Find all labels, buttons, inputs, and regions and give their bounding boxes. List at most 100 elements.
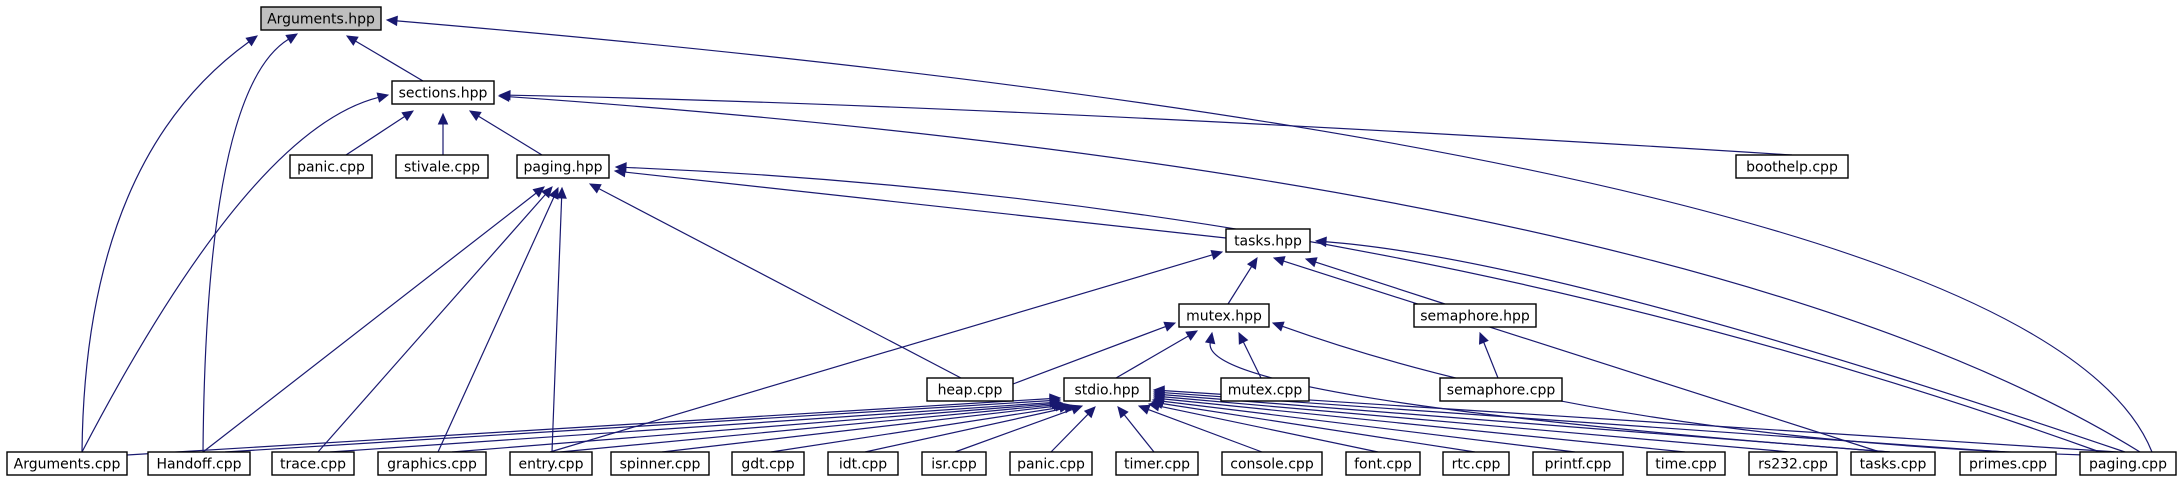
node-arguments-cpp[interactable]: Arguments.cpp: [6, 451, 128, 476]
node-tasks-cpp[interactable]: tasks.cpp: [1850, 451, 1936, 476]
edge-handoff-cpp-to-paging-hpp: [202, 186, 545, 453]
arrowhead: [345, 35, 359, 46]
edge-arguments-cpp-to-sections-hpp: [81, 92, 390, 453]
node-spinner-cpp[interactable]: spinner.cpp: [610, 451, 710, 476]
node-box: [1220, 377, 1310, 402]
node-semaphore-hpp[interactable]: semaphore.hpp: [1413, 303, 1537, 328]
node-box: [1959, 451, 2057, 476]
arrowhead: [468, 110, 482, 121]
node-box: [1646, 451, 1726, 476]
arrowhead: [556, 186, 567, 199]
edge-heap-cpp-to-mutex-hpp: [1012, 321, 1177, 385]
node-mutex-cpp[interactable]: mutex.cpp: [1220, 377, 1310, 402]
node-paging-hpp[interactable]: paging.hpp: [516, 154, 610, 179]
edge-panic-cpp-1-to-sections-hpp: [345, 110, 415, 156]
node-label: primes.cpp: [1969, 457, 2047, 473]
node-box: [289, 154, 373, 179]
node-paging-cpp[interactable]: paging.cpp: [2079, 451, 2177, 476]
node-printf-cpp[interactable]: printf.cpp: [1532, 451, 1624, 476]
node-gdt-cpp[interactable]: gdt.cpp: [731, 451, 805, 476]
node-label: Arguments.cpp: [14, 457, 121, 473]
edge-paging-cpp-to-paging-hpp: [614, 162, 2101, 453]
node-rs232-cpp[interactable]: rs232.cpp: [1748, 451, 1838, 476]
node-box: [271, 451, 355, 476]
node-label: spinner.cpp: [620, 457, 701, 473]
node-label: boothelp.cpp: [1746, 160, 1838, 176]
edge-sections-hpp-to-arguments-hpp: [345, 35, 424, 82]
node-isr-cpp[interactable]: isr.cpp: [921, 451, 987, 476]
node-label: sections.hpp: [399, 86, 488, 102]
node-tasks-hpp[interactable]: tasks.hpp: [1225, 228, 1311, 253]
node-panic-cpp-1[interactable]: panic.cpp: [289, 154, 373, 179]
node-mutex-hpp[interactable]: mutex.hpp: [1178, 303, 1270, 328]
node-label: stdio.hpp: [1075, 383, 1140, 399]
node-stdio-hpp[interactable]: stdio.hpp: [1063, 377, 1151, 402]
nodes-layer: Arguments.hpp sections.hpp panic.cpp stival…: [6, 6, 2177, 476]
edge-paging-cpp-to-stdio-hpp: [1152, 385, 2119, 453]
node-console-cpp[interactable]: console.cpp: [1221, 451, 1323, 476]
node-box: [1221, 451, 1323, 476]
node-primes-cpp[interactable]: primes.cpp: [1959, 451, 2057, 476]
node-trace-cpp[interactable]: trace.cpp: [271, 451, 355, 476]
node-heap-cpp[interactable]: heap.cpp: [926, 377, 1014, 402]
edge-printf-cpp-to-stdio-hpp: [1151, 396, 1576, 453]
node-box: [1850, 451, 1936, 476]
node-rtc-cpp[interactable]: rtc.cpp: [1442, 451, 1510, 476]
arrowhead: [376, 92, 390, 103]
node-box: [1009, 451, 1093, 476]
arrowhead: [245, 35, 258, 47]
arrowhead: [1137, 404, 1151, 415]
edge-tasks-cpp-to-tasks-hpp: [1272, 256, 1881, 453]
node-box: [1442, 451, 1510, 476]
node-boothelp-cpp[interactable]: boothelp.cpp: [1735, 154, 1849, 179]
node-label: semaphore.cpp: [1447, 383, 1556, 399]
edge-panic-cpp-2-to-stdio-hpp: [1050, 406, 1096, 453]
node-label: Arguments.hpp: [267, 12, 375, 28]
node-label: rs232.cpp: [1758, 457, 1828, 473]
edge-semaphore-hpp-to-tasks-hpp: [1304, 257, 1446, 305]
arrowhead: [548, 186, 559, 200]
node-box: [377, 451, 487, 476]
edge-stivale-cpp-to-sections-hpp: [437, 112, 449, 155]
node-box: [1225, 228, 1311, 253]
node-label: panic.cpp: [1017, 457, 1085, 473]
arrowhead: [437, 112, 449, 125]
node-label: console.cpp: [1230, 457, 1314, 473]
edge-entry-cpp-to-paging-hpp: [551, 186, 567, 453]
arrowhead: [1246, 256, 1258, 270]
node-semaphore-cpp[interactable]: semaphore.cpp: [1439, 377, 1563, 402]
edge-arguments-cpp-to-stdio-hpp: [126, 393, 1062, 456]
node-label: mutex.cpp: [1228, 383, 1303, 399]
node-box: [1413, 303, 1537, 328]
node-box: [1532, 451, 1624, 476]
node-font-cpp[interactable]: font.cpp: [1345, 451, 1421, 476]
edge-mutex-hpp-to-tasks-hpp: [1227, 256, 1258, 305]
node-box: [1063, 377, 1151, 402]
node-time-cpp[interactable]: time.cpp: [1646, 451, 1726, 476]
arrowhead: [588, 183, 602, 194]
arrowhead: [1117, 406, 1129, 419]
node-box: [1178, 303, 1270, 328]
node-arguments-hpp: Arguments.hpp: [260, 6, 382, 31]
node-label: rtc.cpp: [1452, 457, 1501, 473]
node-idt-cpp[interactable]: idt.cpp: [827, 451, 899, 476]
node-panic-cpp-2[interactable]: panic.cpp: [1009, 451, 1093, 476]
node-box: [921, 451, 987, 476]
node-box: [147, 451, 251, 476]
arrowhead: [1314, 236, 1327, 248]
node-label: timer.cpp: [1124, 457, 1190, 473]
edge-tasks-hpp-to-paging-hpp: [613, 166, 1227, 239]
node-label: time.cpp: [1655, 457, 1717, 473]
node-box: [260, 6, 382, 31]
node-graphics-cpp[interactable]: graphics.cpp: [377, 451, 487, 476]
node-handoff-cpp[interactable]: Handoff.cpp: [147, 451, 251, 476]
node-box: [516, 154, 610, 179]
node-stivale-cpp[interactable]: stivale.cpp: [395, 154, 489, 179]
node-label: trace.cpp: [280, 457, 346, 473]
node-timer-cpp[interactable]: timer.cpp: [1115, 451, 1199, 476]
edge-arguments-cpp-to-arguments-hpp: [81, 35, 258, 453]
node-sections-hpp[interactable]: sections.hpp: [391, 80, 495, 105]
node-entry-cpp[interactable]: entry.cpp: [509, 451, 593, 476]
arrowhead: [532, 186, 545, 198]
